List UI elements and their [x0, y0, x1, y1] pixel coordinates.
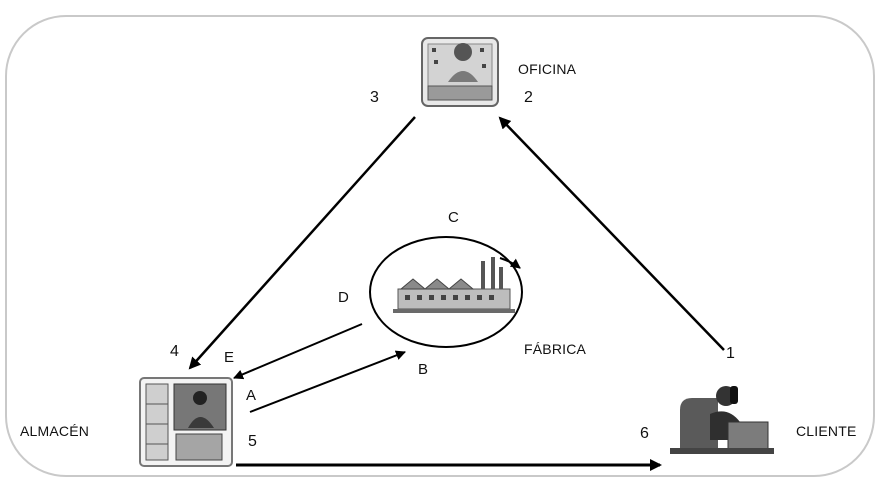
step-3-label: 3 [370, 90, 379, 106]
step-1-label: 1 [726, 346, 735, 362]
step-5-label: 5 [248, 434, 257, 450]
letter-a-label: A [246, 388, 256, 403]
letter-c-label: C [448, 210, 459, 225]
oficina-label: OFICINA [518, 62, 576, 76]
cliente-label: CLIENTE [796, 424, 857, 438]
step-4-label: 4 [170, 344, 179, 360]
fabrica-label: FÁBRICA [524, 342, 586, 356]
letter-e-label: E [224, 350, 234, 365]
step-2-label: 2 [524, 90, 533, 106]
letter-d-label: D [338, 290, 349, 305]
warehouse-worker-icon [140, 378, 232, 466]
letter-b-label: B [418, 362, 428, 377]
step-6-label: 6 [640, 426, 649, 442]
office-worker-icon [422, 38, 498, 106]
almacen-label: ALMACÉN [20, 424, 89, 438]
